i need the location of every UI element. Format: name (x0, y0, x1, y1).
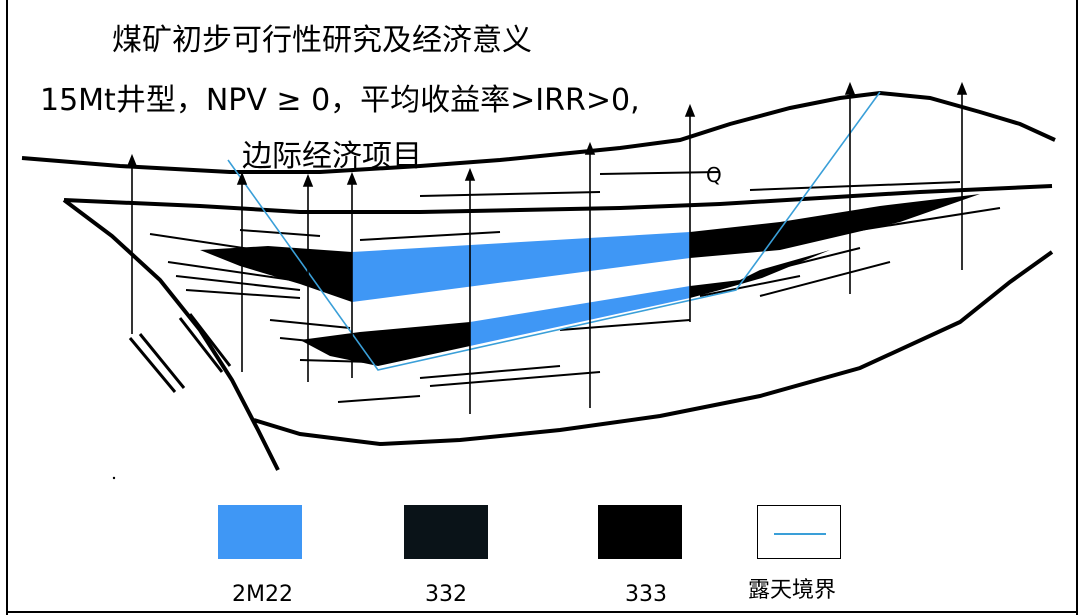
legend-label-open-pit-boundary: 露天境界 (748, 578, 837, 603)
upper-coal-seam-2m22 (352, 232, 690, 302)
legend-label-333: 333 (625, 582, 667, 607)
legend-swatch-2m22 (218, 505, 302, 559)
frame-bottom-border (6, 611, 1078, 613)
thin-seam-lines (149, 171, 1001, 403)
legend-label-332: 332 (425, 582, 467, 607)
frame-left-border (6, 0, 8, 615)
legend-swatch-open-pit-boundary (757, 505, 841, 559)
title-line-1: 煤矿初步可行性研究及经济意义 (112, 23, 532, 58)
left-fault-ticks (128, 313, 232, 393)
borehole-lines (126, 81, 968, 414)
quaternary-label: Q (706, 163, 722, 187)
frame-right-border (1076, 0, 1078, 615)
stray-dot (112, 476, 116, 480)
legend-swatch-333 (598, 505, 682, 559)
lower-coal-seam-2m22 (470, 286, 690, 346)
title-line-2: 15Mt井型，NPV ≥ 0，平均收益率>IRR>0, (40, 83, 640, 118)
legend-boundary-line-sample (774, 533, 826, 535)
ground-surface-line (21, 90, 1056, 174)
lower-coal-seam-333-right (690, 250, 830, 298)
lower-coal-seam-333-left (300, 322, 470, 366)
upper-coal-seam-333-right (690, 194, 980, 258)
fault-line-left (62, 198, 280, 471)
title-line-3: 边际经济项目 (242, 139, 422, 174)
open-pit-boundary-line (227, 91, 881, 371)
basin-bottom-line (253, 250, 1054, 447)
legend-label-2m22: 2M22 (232, 582, 293, 607)
quaternary-base-line (63, 184, 1053, 214)
upper-coal-seam-333-left (200, 246, 352, 302)
legend-swatch-332 (404, 505, 488, 559)
